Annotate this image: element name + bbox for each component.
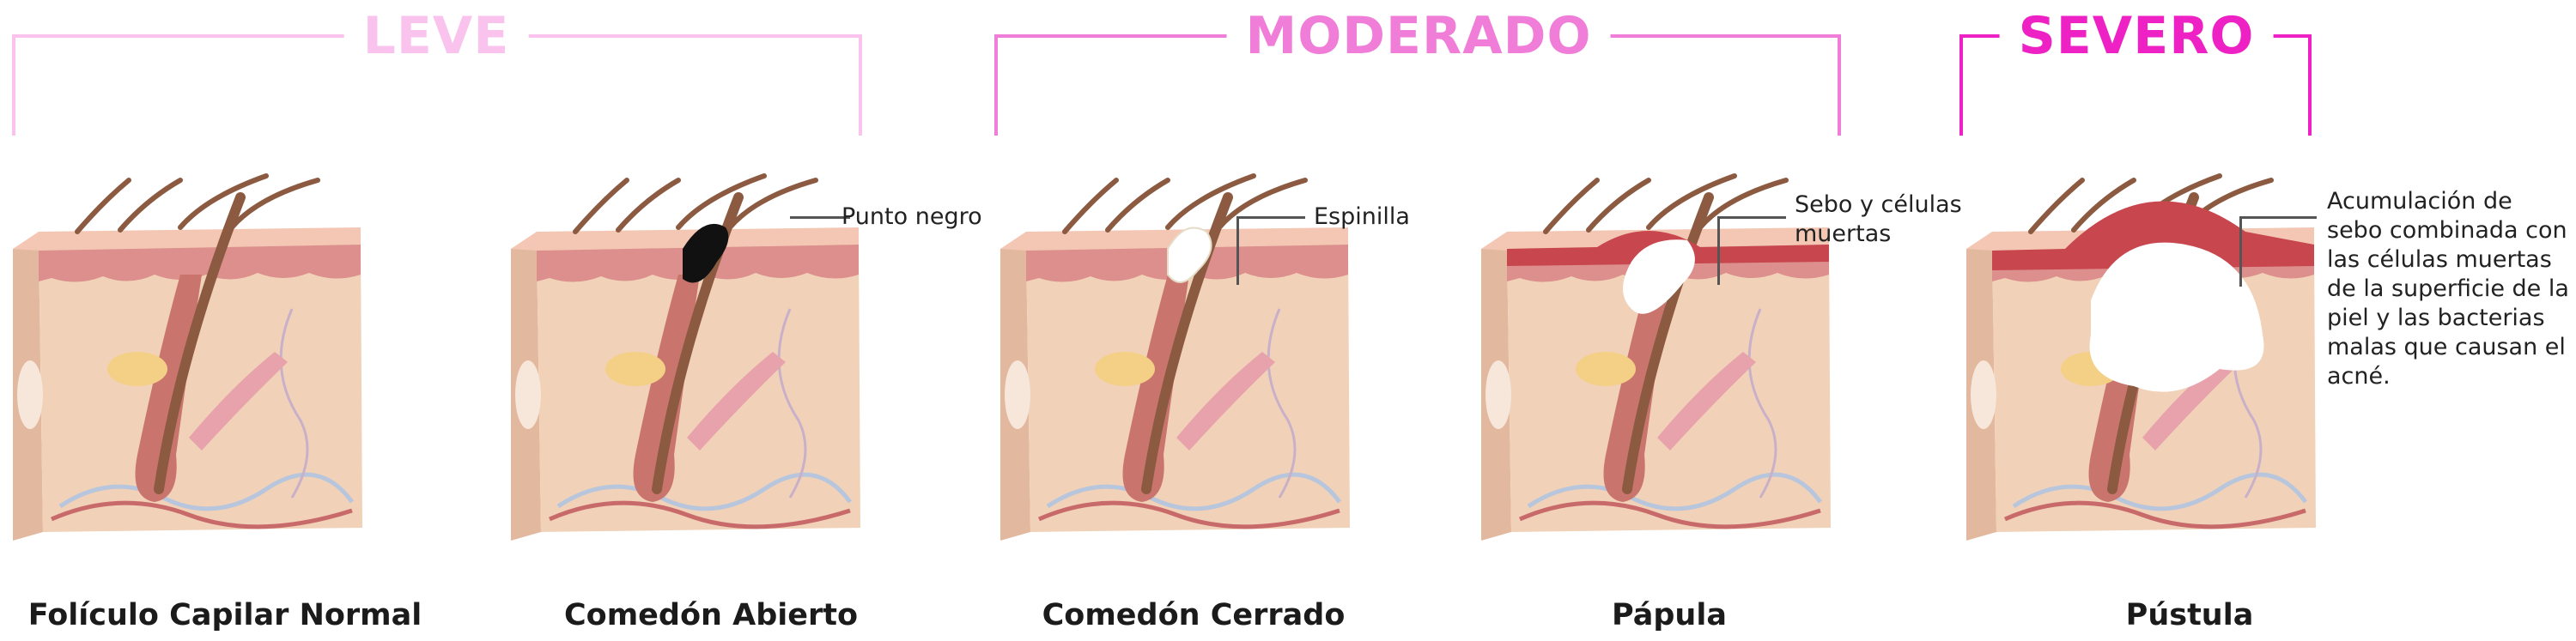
acumulacion-label: Acumulación de sebo combinada con las cé… xyxy=(2327,187,2569,391)
acumulacion-line-2: sebo combinada con xyxy=(2327,217,2567,244)
surface-hair xyxy=(727,178,818,230)
nerve-line xyxy=(777,308,807,499)
skin-block-normal xyxy=(13,173,362,541)
hair-follicle xyxy=(1603,275,1670,502)
whitehead-plug xyxy=(1167,227,1212,283)
surface-hair xyxy=(2028,178,2085,234)
skin-front-face xyxy=(537,240,860,532)
acumulacion-line-5: piel y las bacterias xyxy=(2327,305,2545,331)
sebo-line-1: Sebo y células xyxy=(1795,191,1962,218)
hair-follicle xyxy=(1122,275,1189,502)
arrector-muscle xyxy=(1176,352,1275,451)
stage-label-normal: Folículo Capilar Normal xyxy=(27,598,422,632)
blood-vessel-blue xyxy=(58,472,355,511)
acumulacion-line-1: Acumulación de xyxy=(2327,188,2512,215)
surface-hair xyxy=(1217,178,1308,230)
hair-shaft xyxy=(1141,192,1233,494)
hair-shaft xyxy=(1622,192,1714,494)
hair-follicle xyxy=(633,275,700,502)
blood-vessel-red xyxy=(1037,500,1340,529)
sebaceous-gland xyxy=(107,352,167,386)
arrector-muscle xyxy=(189,352,288,451)
espinilla-leader-drop xyxy=(1236,216,1239,285)
sebaceous-gland xyxy=(605,352,665,386)
stage-label-papula: Pápula xyxy=(1612,598,1727,632)
surface-hair xyxy=(1165,173,1256,230)
arrector-muscle xyxy=(1657,352,1756,451)
surface-hair xyxy=(178,173,269,230)
surface-hair xyxy=(75,178,131,234)
side-gland xyxy=(515,360,541,429)
blood-vessel-blue xyxy=(1046,472,1342,511)
surface-hair xyxy=(229,178,320,230)
side-gland xyxy=(1005,360,1030,429)
hair-shaft xyxy=(154,192,246,494)
blackhead-plug xyxy=(683,223,729,283)
acumulacion-leader-drop xyxy=(2239,216,2242,287)
blood-vessel-red xyxy=(548,500,851,529)
category-severo: SEVERO xyxy=(1999,2,2274,70)
acumulacion-line-6: malas que causan el xyxy=(2327,334,2566,360)
side-gland xyxy=(1485,360,1511,429)
skin-block-comedon-cerrado xyxy=(1000,173,1350,541)
skin-front-face xyxy=(39,240,362,532)
skin-top-surface xyxy=(13,227,361,251)
skin-front-face xyxy=(1026,240,1350,532)
blood-vessel-red xyxy=(50,500,353,529)
epidermis-layer xyxy=(39,245,361,282)
skin-top-surface xyxy=(511,227,859,251)
surface-hair xyxy=(616,178,681,233)
surface-hair xyxy=(1698,178,1789,230)
inflamed-surface xyxy=(1992,201,2314,270)
blood-vessel-red xyxy=(1518,500,1821,529)
papule-sebum xyxy=(1623,239,1695,314)
hair-follicle xyxy=(135,275,202,502)
stage-label-comedon-abierto: Comedón Abierto xyxy=(563,598,859,632)
arrector-muscle xyxy=(687,352,786,451)
surface-hair xyxy=(1646,173,1737,230)
sebo-leader-drop xyxy=(1717,216,1720,285)
stage-label-pustula: Pústula xyxy=(2125,598,2254,632)
blood-vessel-blue xyxy=(556,472,853,511)
sebo-label: Sebo y células muertas xyxy=(1795,190,1962,249)
nerve-line xyxy=(279,308,309,499)
arrector-muscle xyxy=(2142,352,2241,451)
surface-hair xyxy=(1543,178,1600,234)
surface-hair xyxy=(1105,178,1170,233)
category-leve: LEVE xyxy=(343,2,529,70)
sebo-line-2: muertas xyxy=(1795,221,1892,247)
espinilla-leader xyxy=(1236,216,1305,219)
surface-hair xyxy=(573,178,629,234)
punto-negro-leader xyxy=(790,216,850,219)
blood-vessel-red xyxy=(2003,500,2306,529)
skin-block-papula xyxy=(1481,173,1831,541)
category-moderado: MODERADO xyxy=(1226,2,1611,70)
punto-negro-label: Punto negro xyxy=(841,203,982,230)
sebaceous-gland xyxy=(1095,352,1155,386)
blood-vessel-blue xyxy=(1527,472,1823,511)
acumulacion-line-4: de la superficie de la xyxy=(2327,275,2569,302)
surface-hair xyxy=(676,173,767,230)
skin-block-comedon-abierto xyxy=(511,173,860,541)
surface-hair xyxy=(1586,178,1651,233)
skin-front-face xyxy=(1507,240,1831,532)
nerve-line xyxy=(1747,308,1777,499)
acumulacion-line-3: las células muertas xyxy=(2327,246,2552,273)
acumulacion-leader xyxy=(2239,216,2317,219)
side-gland xyxy=(1971,360,1996,429)
nerve-line xyxy=(1267,308,1297,499)
sebo-leader xyxy=(1717,216,1786,219)
surface-hair xyxy=(118,178,183,233)
surface-hair xyxy=(2071,178,2136,233)
skin-block-pustula xyxy=(1966,173,2316,541)
espinilla-label: Espinilla xyxy=(1314,203,1410,230)
stage-label-comedon-cerrado: Comedón Cerrado xyxy=(1042,598,1346,632)
blood-vessel-blue xyxy=(2012,472,2308,511)
acumulacion-line-7: acné. xyxy=(2327,363,2391,390)
side-gland xyxy=(17,360,43,429)
pustule-pus xyxy=(2089,242,2264,392)
sebaceous-gland xyxy=(1576,352,1636,386)
surface-hair xyxy=(1062,178,1119,234)
